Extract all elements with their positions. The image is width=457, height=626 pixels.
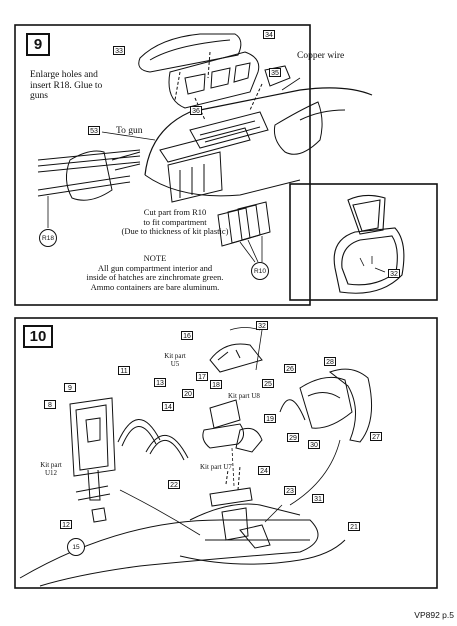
part-20-callout: 20 [182,389,194,398]
part-34-callout: 34 [263,30,275,39]
part-14-callout: 14 [162,402,174,411]
part-18-callout: 18 [210,380,222,389]
part-36-callout: 36 [190,106,202,115]
part-17-callout: 17 [196,372,208,381]
part-8-callout: 8 [44,400,56,409]
part-26-callout: 26 [284,364,296,373]
kit-part-u12-label: Kit part U12 [40,461,62,477]
part-31-callout: 31 [312,494,324,503]
kit-part-u5-label: Kit part U5 [164,352,186,368]
kit-part-u8-label: Kit part U8 [228,392,260,400]
step-10-artwork [19,327,373,587]
part-28-callout: 28 [324,357,336,366]
part-35-callout: 35 [269,68,281,77]
part-32-callout: 32 [388,269,400,278]
copper-wire-note: Copper wire [297,51,345,61]
part-16-callout: 16 [181,331,193,340]
part-32-s10-callout: 32 [256,321,268,330]
page-footer: VP892 p.5 [414,610,454,620]
step-10-number: 10 [23,325,53,348]
step-9b-frame [289,183,438,301]
part-9-callout: 9 [64,383,76,392]
cut-part-note: Cut part from R10 to fit compartment (Du… [121,207,229,236]
part-25-callout: 25 [262,379,274,388]
step-10-frame [14,317,438,589]
part-12-callout: 12 [60,520,72,529]
step-9-number: 9 [26,33,50,56]
part-13-callout: 13 [154,378,166,387]
step-9-frame [14,24,311,306]
part-27-callout: 27 [370,432,382,441]
part-21-callout: 21 [348,522,360,531]
part-29-callout: 29 [287,433,299,442]
part-15-circle: 15 [67,538,85,556]
part-23-callout: 23 [284,486,296,495]
to-gun-note: To gun [116,126,143,136]
part-22-callout: 22 [168,480,180,489]
part-19-callout: 19 [264,414,276,423]
part-11-callout: 11 [118,366,130,375]
step-9b-artwork [333,194,405,294]
part-30-callout: 30 [308,440,320,449]
part-r18-circle: R18 [39,229,57,247]
kit-part-u7-label: Kit part U7 [200,463,232,471]
enlarge-holes-note: Enlarge holes and insert R18. Glue to gu… [30,70,103,101]
part-24-callout: 24 [258,466,270,475]
part-53-callout: 53 [88,126,100,135]
part-33-callout: 33 [113,46,125,55]
part-r10-circle: R10 [251,262,269,280]
step-9-artwork [37,33,373,263]
paint-note: NOTE All gun compartment interior and in… [86,253,224,292]
